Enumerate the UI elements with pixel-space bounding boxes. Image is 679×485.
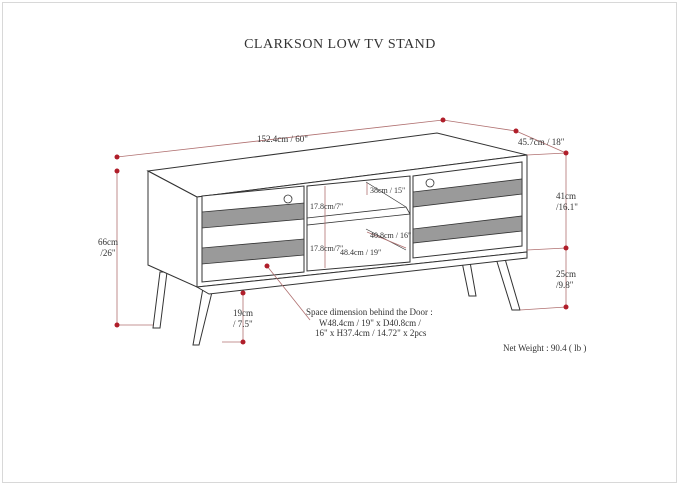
cabinet-height-cm: 41cm — [556, 191, 576, 201]
net-weight: Net Weight : 90.4 ( lb ) — [503, 343, 586, 353]
cabinet-height-in: /16.1" — [556, 202, 578, 212]
left-door-handle — [283, 194, 293, 204]
left-door — [201, 185, 305, 283]
cabinet — [146, 132, 528, 295]
shelf — [306, 206, 411, 226]
right-door — [412, 161, 523, 259]
total-height-cm: 66cm — [98, 237, 118, 247]
legs — [152, 251, 521, 346]
shelf-height-upper: 17.8cm/7" — [310, 202, 343, 211]
leg-height-cm: 25cm — [556, 269, 576, 279]
clearance-cm: 19cm — [233, 308, 253, 318]
dimension-lines — [114, 117, 569, 345]
door-space-line2: W48.4cm / 19" x D40.8cm / — [319, 318, 421, 328]
open-compartment — [306, 175, 411, 272]
leg-height-in: /9.8" — [556, 280, 574, 290]
door-space-line3: 16" x H37.4cm / 14.72" x 2pcs — [315, 328, 427, 338]
base-rail — [195, 251, 528, 295]
open-depth-label: 40.8cm / 16" — [370, 231, 411, 240]
clearance-in: / 7.5" — [233, 319, 253, 329]
width-label: 152.4cm / 60" — [257, 134, 308, 144]
open-width-label: 48.4cm / 19" — [340, 248, 381, 257]
total-height-in: /26" — [100, 248, 116, 258]
diagram-title: CLARKSON LOW TV STAND — [244, 37, 436, 52]
depth-label: 45.7cm / 18" — [518, 137, 565, 147]
shelf-height-lower: 17.8cm/7" — [310, 244, 343, 253]
shelf-depth-label: 38cm / 15" — [370, 186, 405, 195]
door-space-line1: Space dimension behind the Door : — [306, 307, 433, 317]
right-door-handle — [425, 178, 435, 188]
dimension-labels: 152.4cm / 60" 45.7cm / 18" 66cm /26" 41c… — [98, 134, 586, 353]
